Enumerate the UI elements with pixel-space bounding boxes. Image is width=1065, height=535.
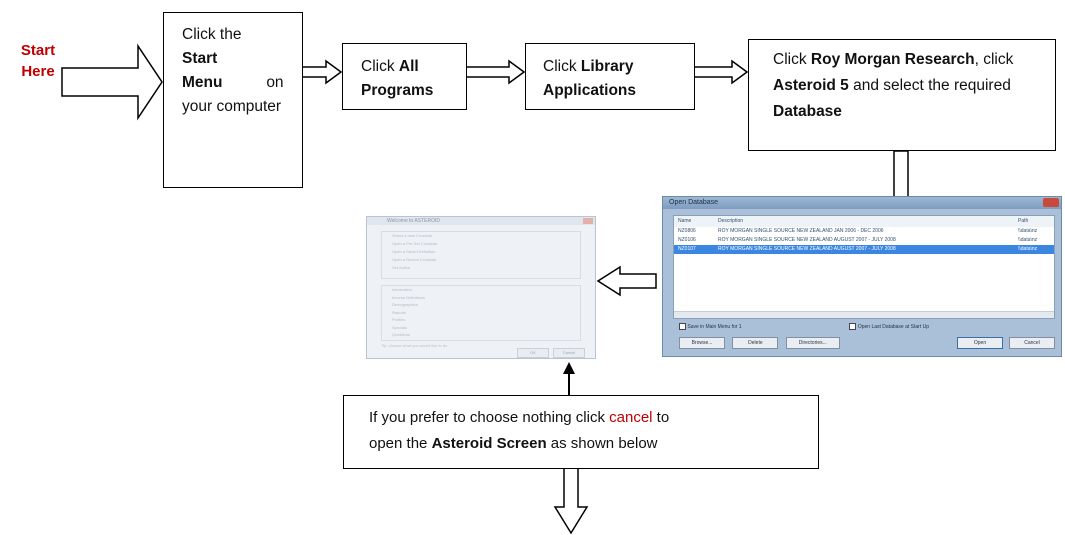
options-cancel-button[interactable]: Cancel: [553, 348, 585, 358]
here-word: Here: [21, 63, 55, 80]
db-checkbox-open-last[interactable]: Open Last Database at Start Up: [849, 323, 929, 330]
note-box-cancel: If you prefer to choose nothing click ca…: [343, 395, 819, 469]
step4-mid1: , click: [974, 51, 1014, 68]
db-header-row: Name Description Path: [674, 216, 1054, 227]
note-asteroid-screen: Asteroid Screen: [431, 435, 547, 452]
step-box-start-menu: Click the Start Menu on your computer: [163, 12, 303, 188]
step1-post: on your computer: [182, 74, 284, 115]
db-row-desc: ROY MORGAN SINGLE SOURCE NEW ZEALAND AUG…: [718, 237, 896, 243]
db-browse-button[interactable]: Browse...: [679, 337, 725, 349]
step2-pre: Click: [361, 58, 395, 75]
db-row-selected[interactable]: NZ0107 ROY MORGAN SINGLE SOURCE NEW ZEAL…: [674, 245, 1054, 254]
db-row-desc: ROY MORGAN SINGLE SOURCE NEW ZEALAND AUG…: [718, 246, 896, 252]
db-col-desc: Description: [718, 218, 744, 224]
db-row-name: NZ0107: [678, 246, 696, 252]
options-group2: Information Income Definitions Demograph…: [381, 285, 581, 341]
db-col-path: Path: [1018, 218, 1029, 224]
options-item[interactable]: Open a Saved Definition: [392, 249, 436, 254]
db-options-row: Save in Main Menu for 1 Open Last Databa…: [679, 323, 1049, 330]
step-box-all-programs: Click All Programs: [342, 43, 467, 110]
open-database-screenshot: Open Database Name Description Path NZ08…: [662, 196, 1062, 357]
arrow-note-up-head: [563, 362, 575, 374]
arrow-step3-to-step4: [693, 59, 749, 85]
db-row-desc: ROY MORGAN SINGLE SOURCE NEW ZEALAND JAN…: [718, 228, 884, 234]
step1-pre: Click the: [182, 26, 242, 43]
options-title: Welcome to ASTEROID: [387, 218, 440, 224]
options-item[interactable]: Information: [392, 287, 413, 292]
options-item[interactable]: Set Active: [392, 265, 410, 270]
db-close-icon: [1043, 198, 1059, 207]
step4-bold1: Roy Morgan Research: [810, 51, 975, 68]
options-item[interactable]: Open a Recent Crosstab: [392, 257, 437, 262]
db-col-name: Name: [678, 218, 692, 224]
options-item[interactable]: Demographics: [392, 302, 418, 307]
note-line1-post: to: [656, 409, 670, 426]
db-button-row: Browse... Delete Directories... Cancel O…: [679, 337, 1059, 349]
db-checkbox-open-last-label: Open Last Database at Start Up: [857, 323, 929, 330]
db-scrollbar[interactable]: [674, 311, 1054, 318]
db-checkbox-save[interactable]: Save in Main Menu for 1: [679, 323, 742, 330]
db-row-path: \\data\nz: [1018, 246, 1038, 252]
step4-bold2: Asteroid 5: [773, 77, 849, 94]
note-line1-pre: If you prefer to choose nothing click: [369, 409, 605, 426]
arrow-db-to-options: [596, 265, 657, 297]
db-row-path: \\data\nz: [1018, 237, 1038, 243]
db-directories-button[interactable]: Directories...: [785, 337, 840, 349]
options-item[interactable]: Specials: [392, 324, 408, 330]
step3-bold: Library Applications: [543, 58, 637, 99]
step2-bold: All Programs: [361, 58, 434, 99]
options-group1: Select a new Crosstab Open a Pre-Set Cro…: [381, 231, 581, 279]
arrow-step2-to-step3: [465, 59, 526, 85]
step1-bold: Start Menu: [182, 50, 223, 91]
checkbox-icon: [849, 323, 857, 330]
step3-pre: Click: [543, 58, 577, 75]
step-box-library-applications: Click Library Applications: [525, 43, 695, 110]
arrow-note-down: [553, 467, 589, 535]
checkbox-icon: [679, 323, 686, 330]
options-footer: Tip: choose what you would like to do: [381, 343, 448, 348]
options-item[interactable]: Questions: [392, 332, 411, 337]
options-item[interactable]: Reports: [392, 309, 407, 315]
start-options-screenshot: Welcome to ASTEROID Select a new Crossta…: [366, 216, 596, 359]
db-row-name: NZ0106: [678, 237, 696, 243]
step4-pre: Click: [773, 51, 807, 68]
options-close-icon: [583, 218, 593, 224]
note-line2-pre: open the: [369, 435, 428, 452]
db-cancel-button[interactable]: Cancel: [1009, 337, 1055, 349]
db-title: Open Database: [669, 199, 719, 206]
db-open-button[interactable]: Open: [957, 337, 1003, 349]
db-checkbox-save-label: Save in Main Menu for 1: [687, 323, 742, 330]
options-item[interactable]: Select a new Crosstab: [392, 233, 433, 238]
options-titlebar: Welcome to ASTEROID: [367, 217, 595, 225]
options-item[interactable]: Profiles: [392, 317, 406, 322]
options-ok-button[interactable]: OK: [517, 348, 549, 358]
step4-mid2: and select the required: [853, 77, 1011, 94]
step-box-roy-morgan: Click Roy Morgan Research, click Asteroi…: [748, 39, 1056, 151]
start-word: Start: [20, 42, 56, 59]
step4-bold3: Database: [773, 103, 842, 120]
db-row[interactable]: NZ0106 ROY MORGAN SINGLE SOURCE NEW ZEAL…: [674, 236, 1054, 245]
db-list: Name Description Path NZ0806 ROY MORGAN …: [673, 215, 1055, 319]
options-item[interactable]: Income Definitions: [392, 294, 425, 300]
db-row-name: NZ0806: [678, 228, 696, 234]
db-row-path: \\data\nz: [1018, 228, 1038, 234]
start-here-label: Start Here: [14, 40, 62, 82]
db-delete-button[interactable]: Delete: [732, 337, 779, 349]
db-titlebar: Open Database: [663, 197, 1061, 209]
note-line2-post: as shown below: [550, 435, 658, 452]
db-row[interactable]: NZ0806 ROY MORGAN SINGLE SOURCE NEW ZEAL…: [674, 227, 1054, 236]
options-item[interactable]: Open a Pre-Set Crosstab: [392, 241, 437, 246]
start-arrow: [61, 43, 163, 121]
note-cancel-word: cancel: [609, 409, 653, 426]
arrow-step1-to-step2: [301, 59, 343, 85]
